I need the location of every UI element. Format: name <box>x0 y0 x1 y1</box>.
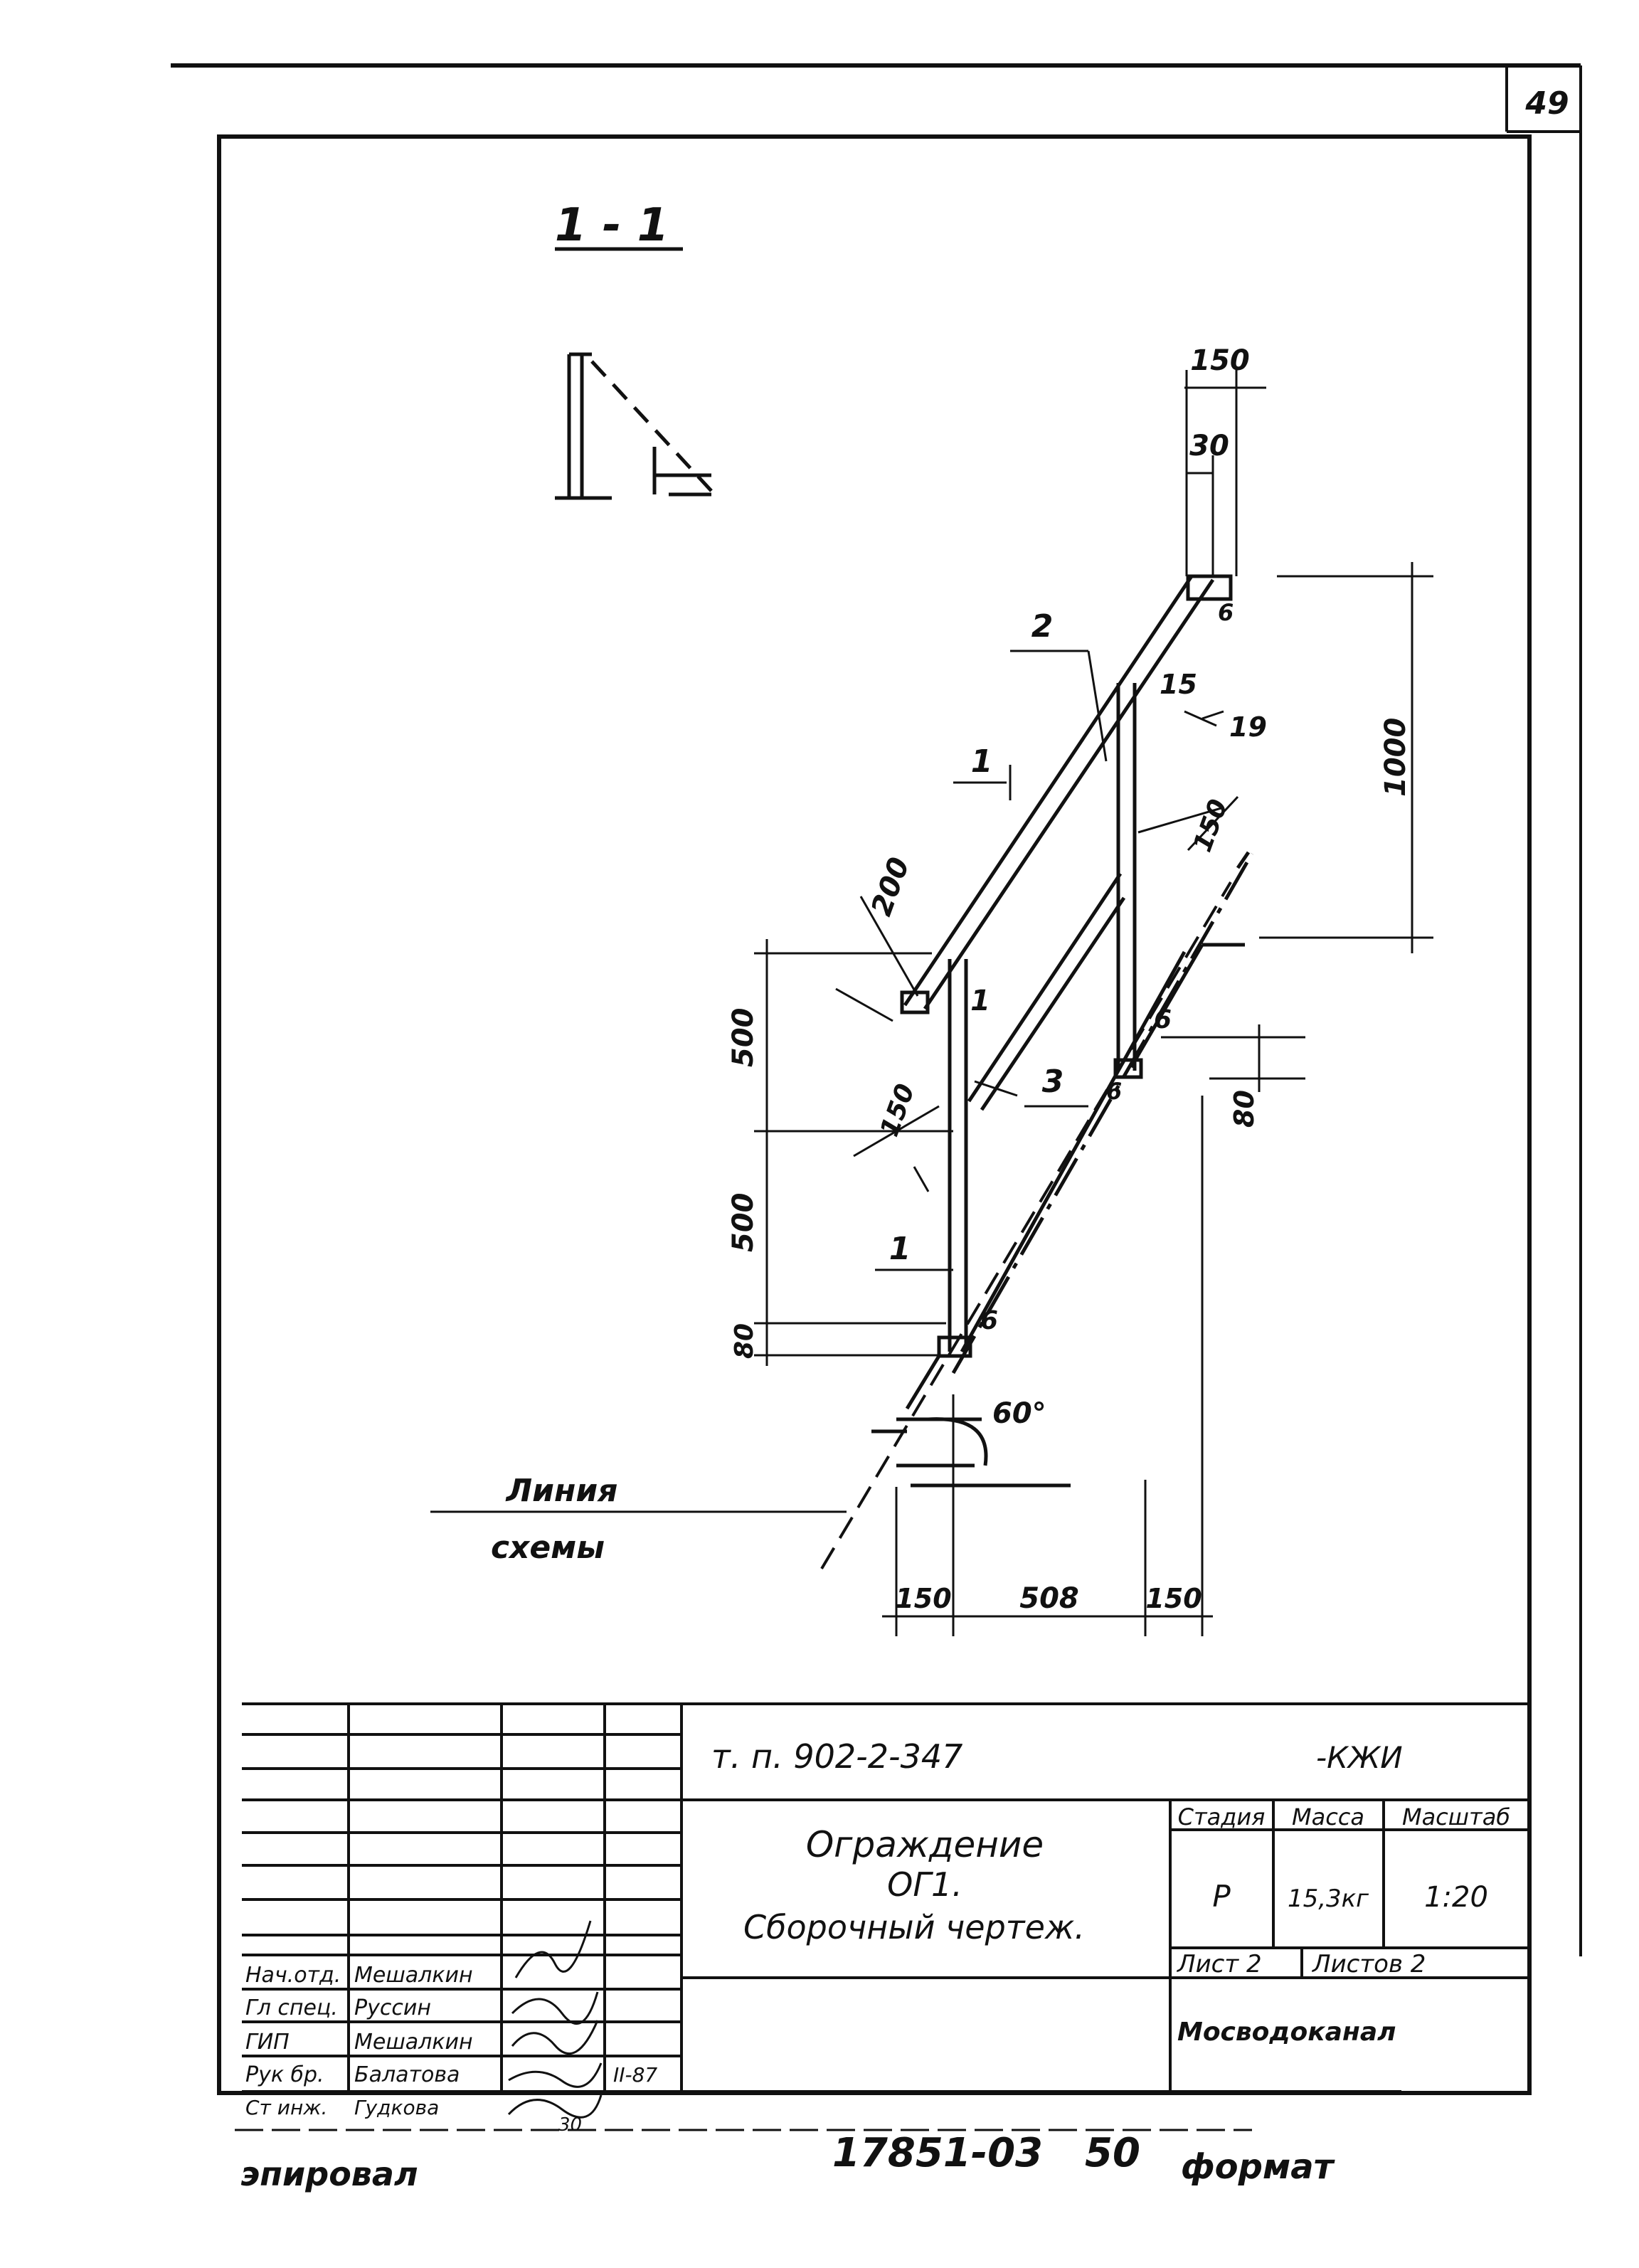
weld-size-top: 6 <box>1218 599 1234 626</box>
dimension-80-left: 80 <box>730 1323 759 1359</box>
callout-leaders <box>430 650 1108 1513</box>
scale-header: Масштаб <box>1402 1803 1510 1830</box>
dimension-30: 30 <box>1189 430 1229 462</box>
inventory-suffix: 50 <box>1085 2130 1140 2176</box>
angle-60: 60° <box>992 1397 1046 1430</box>
signature-role-3: ГИП <box>245 2030 290 2055</box>
date-mark: II-87 <box>613 2063 657 2087</box>
signature-role-1: Нач.отд. <box>245 1963 341 1988</box>
title-line-3: Сборочный чертеж. <box>743 1908 1085 1946</box>
section-detail-sketch <box>555 352 713 500</box>
signature-role-4: Рук бр. <box>245 2062 324 2087</box>
section-label: 1 - 1 <box>555 199 669 252</box>
sheets-count: Листов 2 <box>1311 1950 1426 1978</box>
dimension-150-bottom-left: 150 <box>895 1583 951 1614</box>
signature-role-5: Ст инж. <box>245 2096 327 2119</box>
handrail-lower-edge <box>923 578 1215 1010</box>
dimension-500-top: 500 <box>727 1008 760 1068</box>
signature-name-3: Мешалкин <box>354 2030 473 2055</box>
railing-assembly <box>820 574 1254 1570</box>
signature-name-1: Мешалкин <box>354 1963 473 1988</box>
title-line-2: ОГ1. <box>887 1865 962 1904</box>
title-block <box>242 1702 1529 2093</box>
middle-rail-upper <box>967 872 1123 1103</box>
weld-size-mid: 6 <box>1154 1005 1172 1034</box>
dimension-150-bottom-right: 150 <box>1145 1583 1202 1614</box>
copied-by-label: эпировал <box>240 2155 418 2193</box>
schema-line-label-1: Линия <box>505 1473 618 1509</box>
stage-header: Стадия <box>1178 1803 1266 1830</box>
dimension-lines <box>754 370 1433 1636</box>
sheet-frame <box>171 63 1582 2131</box>
sheet-number: Лист 2 <box>1176 1950 1262 1978</box>
dimension-150-top: 150 <box>1190 344 1250 377</box>
organization-name: Мосводоканал <box>1177 2018 1396 2047</box>
dimension-15: 15 <box>1160 669 1197 700</box>
dimension-80-right: 80 <box>1229 1090 1260 1128</box>
mass-header: Масса <box>1292 1803 1364 1830</box>
dimension-1000: 1000 <box>1379 718 1412 797</box>
callout-position-3: 3 <box>1042 1064 1064 1100</box>
schema-line-label-2: схемы <box>491 1530 605 1566</box>
mass-value: 15,3кг <box>1288 1885 1369 1913</box>
dimension-150-right: 150 <box>1188 795 1234 856</box>
callout-position-1-top: 1 <box>970 985 990 1017</box>
signature-name-4: Балатова <box>354 2062 460 2087</box>
title-line-1: Ограждение <box>806 1824 1044 1865</box>
handrail-upper-edge <box>903 575 1194 1007</box>
inventory-number: 17851-03 <box>832 2130 1043 2176</box>
stage-value: Р <box>1212 1879 1231 1914</box>
weld-size-low: 6 <box>1106 1078 1122 1105</box>
document-code: т. п. 902-2-347 <box>711 1737 962 1776</box>
section-title: 1 - 1 <box>555 199 683 252</box>
signature-role-2: Гл спец. <box>245 1996 338 2020</box>
section-cut-mark: 1 <box>971 743 993 780</box>
dimension-19: 19 <box>1229 711 1267 743</box>
handwritten-signatures <box>507 1920 603 2119</box>
callout-position-2: 2 <box>1031 608 1054 645</box>
middle-rail-lower <box>980 896 1126 1111</box>
scale-value: 1:20 <box>1424 1881 1488 1914</box>
signature-name-2: Руссин <box>354 1996 431 2020</box>
signature-name-5: Гудкова <box>354 2096 439 2119</box>
document-suffix: -КЖИ <box>1316 1740 1403 1775</box>
dimension-500-bottom: 500 <box>727 1193 760 1253</box>
dimension-508: 508 <box>1019 1582 1079 1615</box>
format-label: формат <box>1181 2147 1336 2187</box>
page-number: 49 <box>1524 85 1569 122</box>
callout-position-1-lower: 1 <box>889 1231 911 1267</box>
weld-size-bottom: 6 <box>980 1306 998 1335</box>
dimension-200: 200 <box>865 853 916 920</box>
